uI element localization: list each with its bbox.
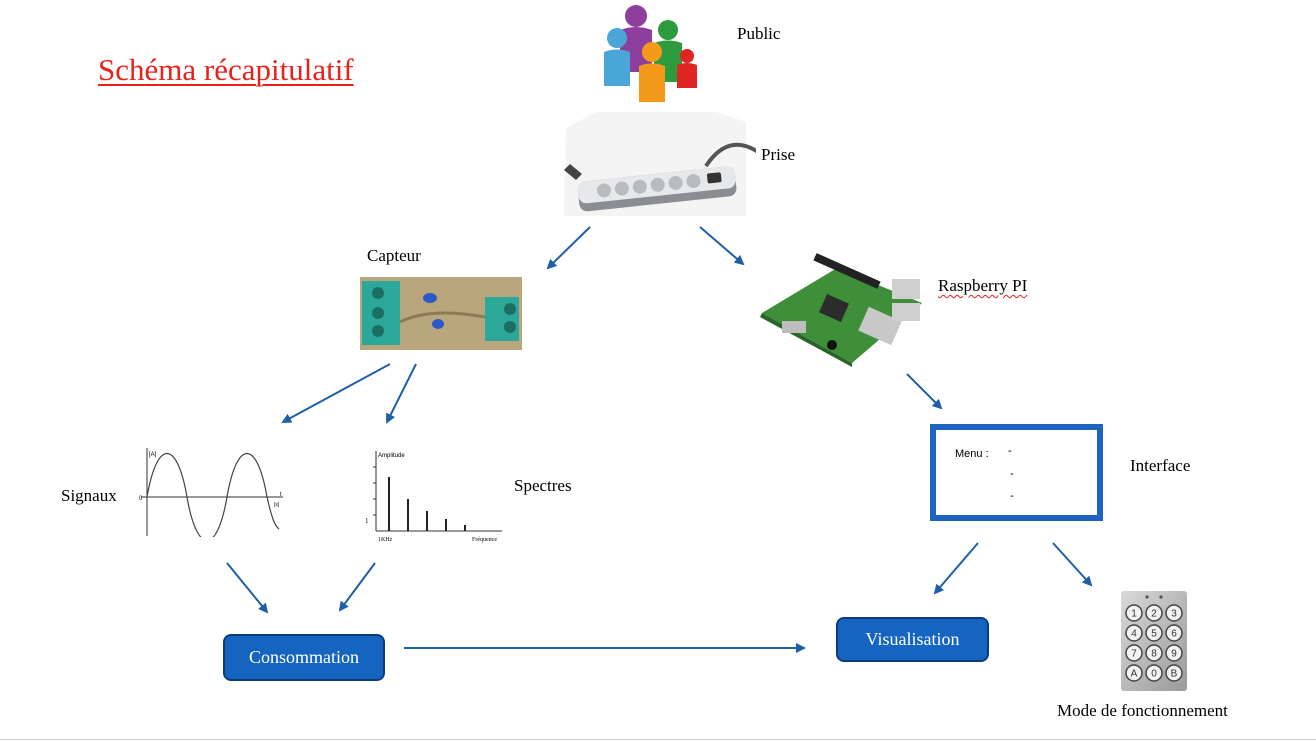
raspberry-label: Raspberry PI <box>938 276 1028 295</box>
spectrum-plot: Amplitude 1 1KHz Fréquence <box>362 447 506 545</box>
keypad-key <box>1125 604 1143 622</box>
visualisation-button[interactable]: Visualisation <box>836 617 989 662</box>
keypad-key-label: 5 <box>1151 629 1157 640</box>
bottom-divider <box>0 739 1316 740</box>
interface-menu-item: - <box>1008 445 1012 457</box>
arrow-raspberry-interface <box>906 373 943 410</box>
consommation-button[interactable]: Consommation <box>223 634 385 681</box>
keypad-key <box>1165 624 1183 642</box>
keypad-key <box>1125 624 1143 642</box>
sensor-board-icon <box>360 277 522 350</box>
interface-label: Interface <box>1130 456 1191 475</box>
keypad-key-label: 4 <box>1131 629 1137 640</box>
keypad-key-label: 1 <box>1131 609 1137 620</box>
arrow-signaux-consommation <box>226 562 269 614</box>
keypad-key <box>1145 604 1163 622</box>
mode-label: Mode de fonctionnement <box>1057 701 1228 720</box>
arrow-prise-capteur <box>546 226 591 270</box>
arrow-interface-visualisation <box>933 542 979 595</box>
power-strip-icon <box>564 112 768 216</box>
page-title: Schéma récapitulatif <box>98 52 354 87</box>
signal-x-label: t <box>280 492 282 498</box>
keypad-key <box>1165 604 1183 622</box>
spectrum-y-label: Amplitude <box>378 453 405 459</box>
spectrum-first-tick: 1KHz <box>378 537 393 543</box>
interface-screen: Menu : - - - <box>930 424 1103 521</box>
keypad-key <box>1145 644 1163 662</box>
keypad-key-label: 7 <box>1131 649 1137 660</box>
keypad-key <box>1165 644 1183 662</box>
keypad-key-label: B <box>1171 669 1178 680</box>
interface-menu-label: Menu : <box>955 448 989 460</box>
keypad-key-label: A <box>1131 669 1138 680</box>
arrow-capteur-signaux <box>281 363 391 423</box>
people-icon <box>604 5 697 102</box>
keypad-key <box>1125 644 1143 662</box>
spectrum-x-label: Fréquence <box>472 537 497 543</box>
keypad-key-label: 0 <box>1151 669 1157 680</box>
arrow-interface-mode <box>1052 542 1093 587</box>
signal-plot: [A] 0 t [s] <box>137 444 285 542</box>
keypad-key <box>1165 664 1183 682</box>
capteur-image <box>360 277 522 350</box>
public-image <box>556 0 746 106</box>
spectrum-y-tick: 1 <box>365 517 369 525</box>
keypad-key <box>1125 664 1143 682</box>
keypad-key-label: 6 <box>1171 629 1177 640</box>
keypad-icon: 1 2 3 4 5 6 7 8 9A 0 B <box>1121 591 1187 691</box>
interface-menu-item: - <box>1010 490 1014 502</box>
spectres-label: Spectres <box>514 476 572 495</box>
arrow-spectres-consommation <box>338 562 376 612</box>
keypad-key-label: 9 <box>1171 649 1177 660</box>
raspberry-image <box>752 253 932 369</box>
keypad-key-label: 8 <box>1151 649 1157 660</box>
arrow-prise-raspberry <box>699 226 745 266</box>
signal-y-label: [A] <box>149 452 157 458</box>
spectrum-plot-svg: Amplitude 1 1KHz Fréquence <box>365 451 502 543</box>
keypad-key <box>1145 664 1163 682</box>
capteur-label: Capteur <box>367 246 421 265</box>
signal-plot-svg: [A] 0 t [s] <box>139 448 283 542</box>
signal-x-unit: [s] <box>274 502 280 508</box>
prise-label: Prise <box>761 145 795 164</box>
keypad-key <box>1145 624 1163 642</box>
keypad-key-label: 2 <box>1151 609 1157 620</box>
signaux-label: Signaux <box>61 486 117 505</box>
signal-origin: 0 <box>139 496 143 502</box>
prise-image <box>556 108 768 220</box>
arrow-capteur-spectres <box>386 363 417 424</box>
public-label: Public <box>737 24 781 43</box>
keypad-key-label: 3 <box>1171 609 1177 620</box>
raspberry-board-icon <box>760 253 922 367</box>
interface-menu-item: - <box>1010 468 1014 480</box>
